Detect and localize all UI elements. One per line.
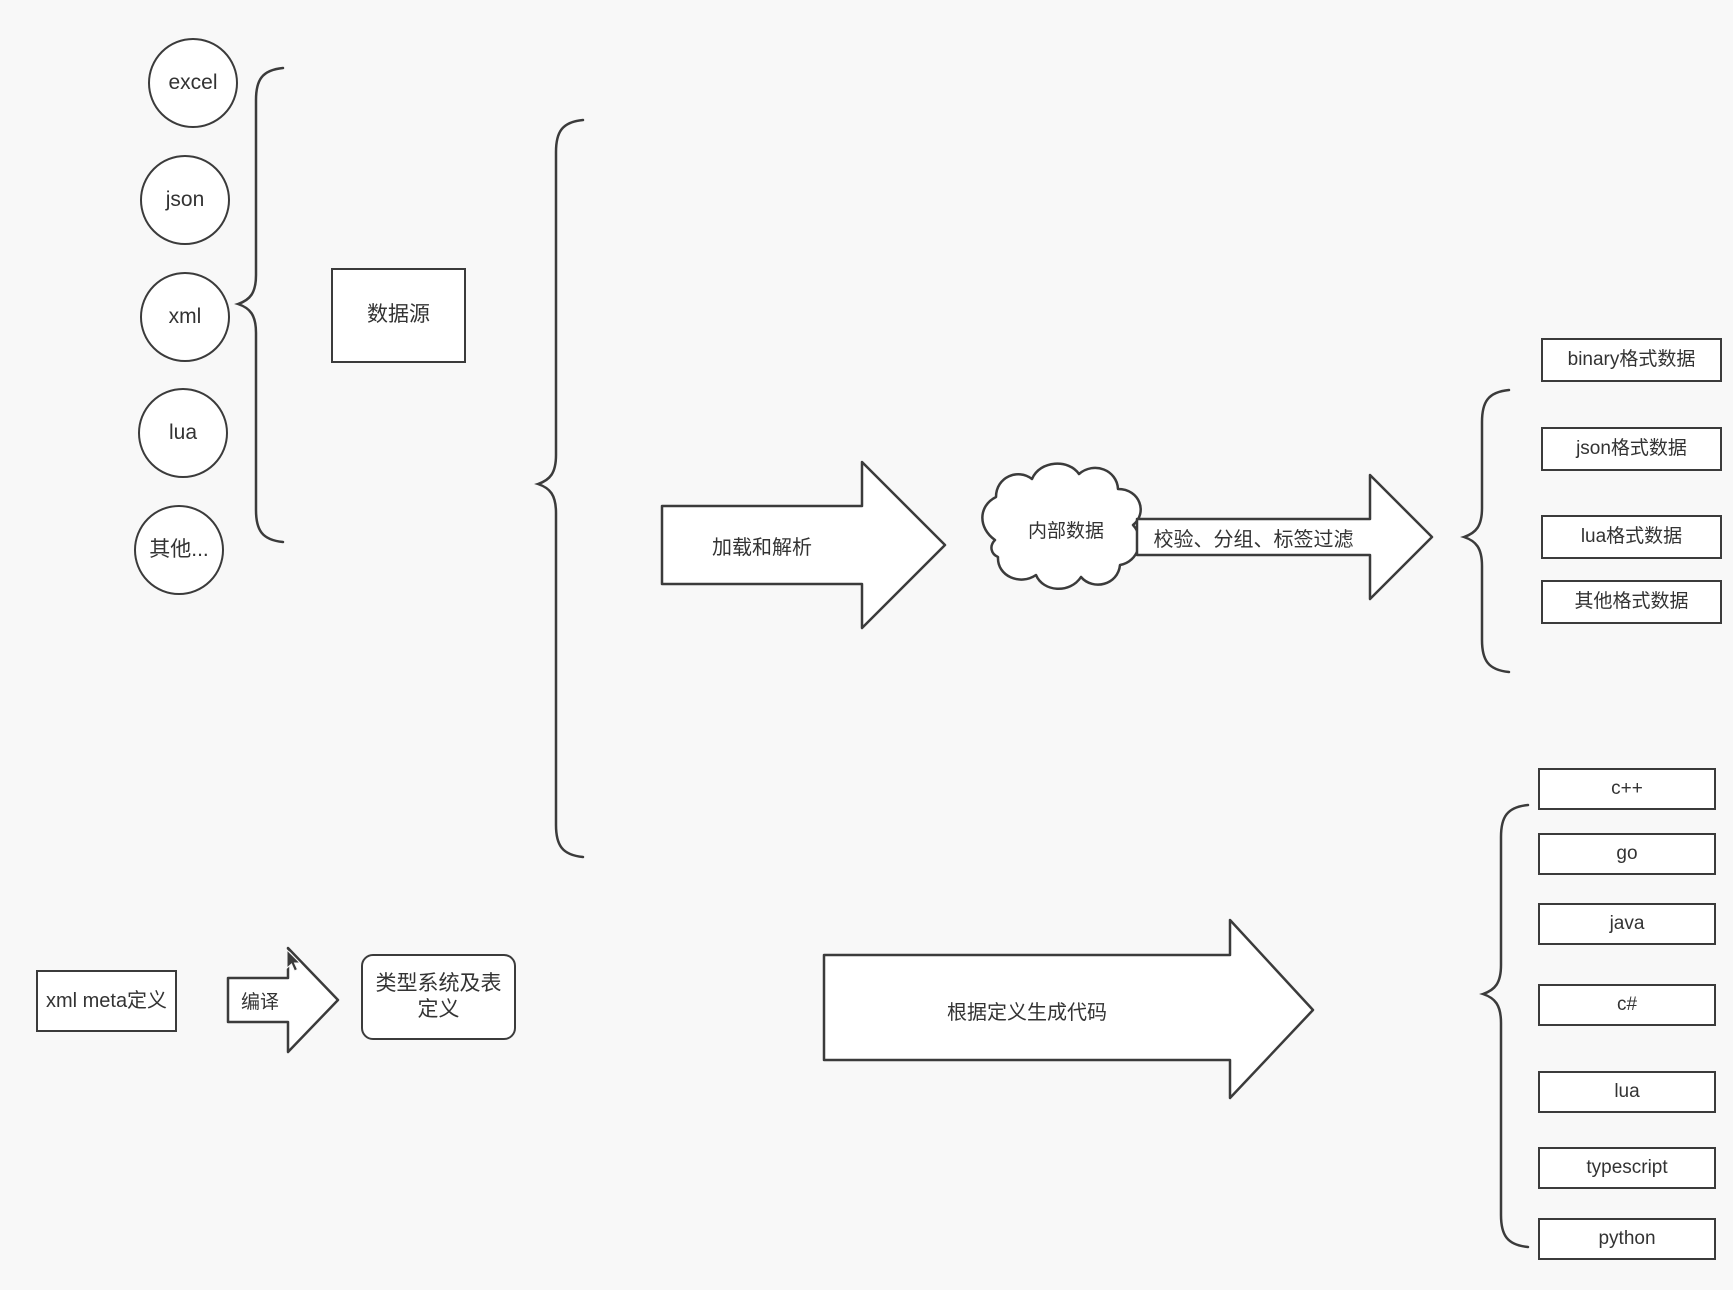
output-box-json[interactable]: json格式数据 bbox=[1541, 427, 1722, 471]
language-box-go[interactable]: go bbox=[1538, 833, 1716, 875]
outputs-brace bbox=[1460, 388, 1511, 674]
source-node-label: excel bbox=[168, 70, 218, 94]
sources-brace bbox=[234, 66, 285, 544]
output-box-binary[interactable]: binary格式数据 bbox=[1541, 338, 1722, 382]
type-system-label: 类型系统及表定义 bbox=[375, 971, 502, 1021]
language-box-typescript[interactable]: typescript bbox=[1538, 1147, 1716, 1189]
codegen-brace bbox=[1479, 803, 1530, 1249]
language-box-label: java bbox=[1609, 913, 1645, 935]
language-box-label: c# bbox=[1616, 994, 1638, 1016]
language-box-label: lua bbox=[1614, 1081, 1640, 1103]
language-box-lua[interactable]: lua bbox=[1538, 1071, 1716, 1113]
language-box-cpp[interactable]: c++ bbox=[1538, 768, 1716, 810]
source-node-other[interactable]: 其他... bbox=[134, 505, 224, 595]
output-box-other[interactable]: 其他格式数据 bbox=[1541, 580, 1722, 624]
data-source-box[interactable]: 数据源 bbox=[331, 268, 466, 363]
source-node-lua[interactable]: lua bbox=[138, 388, 228, 478]
validate-filter-arrow bbox=[1135, 473, 1434, 601]
load-parse-arrow bbox=[660, 460, 947, 630]
compile-arrow bbox=[226, 946, 340, 1054]
language-box-csharp[interactable]: c# bbox=[1538, 984, 1716, 1026]
pipeline-brace bbox=[534, 118, 585, 859]
output-box-lua[interactable]: lua格式数据 bbox=[1541, 515, 1722, 559]
xml-meta-box[interactable]: xml meta定义 bbox=[36, 970, 177, 1032]
source-node-label: 其他... bbox=[149, 537, 209, 561]
xml-meta-label: xml meta定义 bbox=[45, 989, 168, 1012]
language-box-python[interactable]: python bbox=[1538, 1218, 1716, 1260]
source-node-label: lua bbox=[168, 420, 198, 444]
codegen-arrow bbox=[822, 918, 1315, 1100]
language-box-java[interactable]: java bbox=[1538, 903, 1716, 945]
source-node-json[interactable]: json bbox=[140, 155, 230, 245]
output-box-label: json格式数据 bbox=[1576, 438, 1687, 460]
output-box-label: 其他格式数据 bbox=[1574, 591, 1689, 613]
source-node-excel[interactable]: excel bbox=[148, 38, 238, 128]
language-box-label: c++ bbox=[1611, 778, 1643, 800]
source-node-label: json bbox=[165, 187, 205, 211]
source-node-label: xml bbox=[168, 304, 202, 328]
output-box-label: binary格式数据 bbox=[1567, 349, 1696, 371]
language-box-label: go bbox=[1616, 843, 1638, 865]
internal-data-cloud bbox=[981, 462, 1142, 591]
output-box-label: lua格式数据 bbox=[1580, 526, 1683, 548]
source-node-xml[interactable]: xml bbox=[140, 272, 230, 362]
data-source-label: 数据源 bbox=[367, 303, 430, 327]
language-box-label: typescript bbox=[1586, 1157, 1668, 1179]
language-box-label: python bbox=[1598, 1228, 1656, 1250]
type-system-box[interactable]: 类型系统及表定义 bbox=[361, 954, 516, 1040]
